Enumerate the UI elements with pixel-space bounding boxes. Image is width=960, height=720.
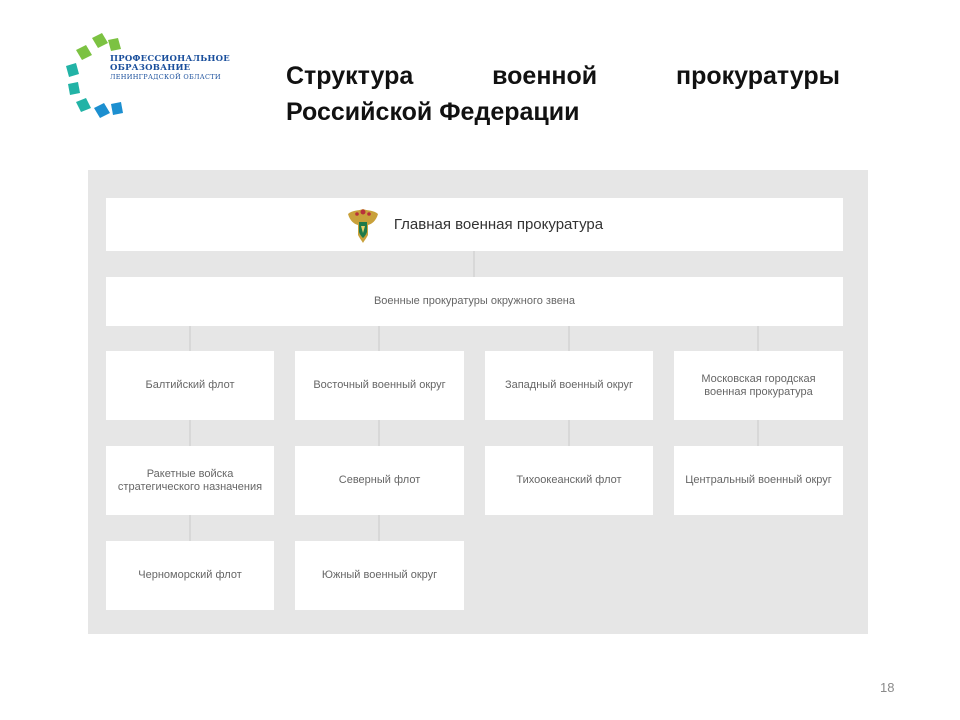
logo-mark-icon — [66, 33, 123, 118]
coat-of-arms-icon — [347, 208, 378, 243]
page-number: 18 — [880, 680, 895, 695]
org-node-root: Главная военная прокуратура — [106, 198, 843, 251]
org-node-root-label: Главная военная прокуратура — [393, 216, 604, 233]
logo-text: ПРОФЕССИОНАЛЬНОЕ ОБРАЗОВАНИЕ ЛЕНИНГРАДСК… — [110, 55, 250, 81]
logo-line-3: ЛЕНИНГРАДСКОЙ ОБЛАСТИ — [110, 73, 221, 81]
org-node-unit-label: Черноморский флот — [138, 569, 242, 581]
org-node-unit: Московская городская военная прокуратура — [674, 351, 843, 420]
logo: ПРОФЕССИОНАЛЬНОЕ ОБРАЗОВАНИЕ ЛЕНИНГРАДСК… — [64, 30, 244, 120]
org-node-level2: Военные прокуратуры окружного звена — [106, 277, 843, 326]
title-line-2: Российской Федерации — [286, 98, 580, 126]
org-node-unit: Центральный военный округ — [674, 446, 843, 515]
org-node-unit-label: Центральный военный округ — [685, 474, 832, 486]
logo-line-1: ПРОФЕССИОНАЛЬНОЕ — [110, 54, 230, 64]
org-node-unit-label: Западный военный округ — [504, 379, 634, 391]
org-node-unit-label: Тихоокеанский флот — [516, 474, 622, 486]
logo-line-2: ОБРАЗОВАНИЕ — [110, 62, 191, 73]
org-node-unit: Ракетные войска стратегического назначен… — [106, 446, 274, 515]
org-node-unit: Восточный военный округ — [295, 351, 464, 420]
org-node-unit: Западный военный округ — [485, 351, 653, 420]
org-node-unit: Балтийский флот — [106, 351, 274, 420]
org-node-unit: Северный флот — [295, 446, 464, 515]
org-node-unit-label: Восточный военный округ — [313, 379, 446, 391]
org-node-unit-label: Московская городская военная прокуратура — [701, 372, 816, 398]
org-node-unit-label: Балтийский флот — [145, 379, 235, 391]
org-node-unit-label: Южный военный округ — [321, 569, 438, 581]
org-node-level2-label: Военные прокуратуры окружного звена — [373, 295, 576, 307]
page-title: Структура военной прокуратуры Российской… — [286, 58, 840, 130]
org-node-unit-label: Ракетные войска стратегического назначен… — [117, 467, 263, 493]
title-line-1: Структура военной прокуратуры — [286, 62, 840, 90]
org-node-unit: Тихоокеанский флот — [485, 446, 653, 515]
org-node-unit: Южный военный округ — [295, 541, 464, 610]
org-node-unit-label: Северный флот — [338, 474, 421, 486]
org-node-unit: Черноморский флот — [106, 541, 274, 610]
